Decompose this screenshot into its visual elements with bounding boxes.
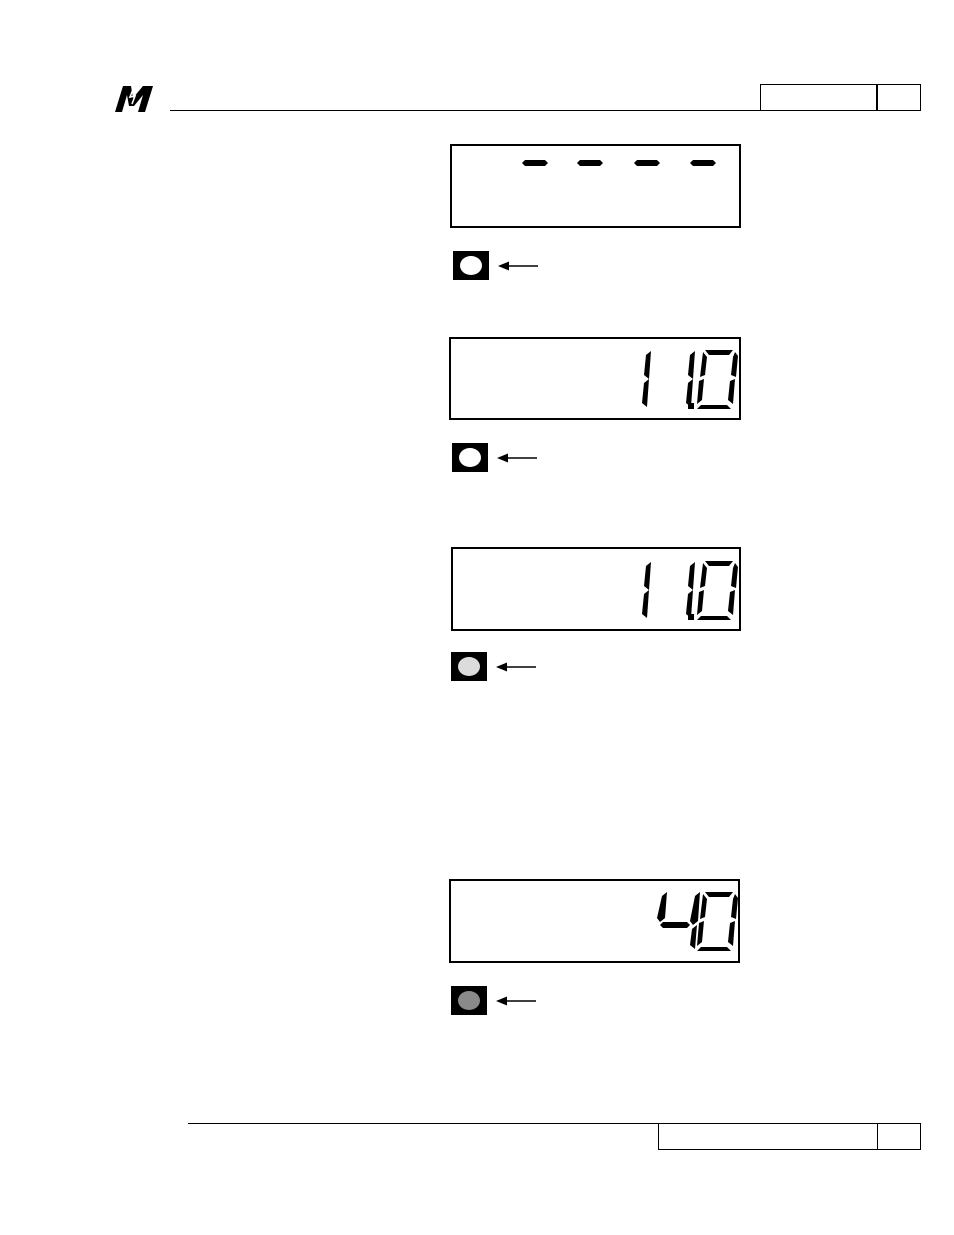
led-indicator-row-4	[451, 986, 536, 1015]
led-indicator-row-3	[451, 652, 536, 681]
led-lamp-4	[458, 991, 480, 1010]
led-indicator-1	[453, 251, 489, 280]
arrow-left-icon	[496, 661, 536, 673]
led-indicator-row-1	[453, 251, 538, 280]
lcd-value-40	[451, 881, 742, 965]
footer-page-box	[877, 1123, 921, 1150]
led-indicator-row-2	[452, 443, 537, 472]
lcd-value-11-0	[451, 339, 743, 422]
led-lamp-1	[460, 256, 482, 275]
company-logo	[113, 84, 157, 114]
led-indicator-4	[451, 986, 487, 1015]
arrow-left-icon	[496, 995, 536, 1007]
led-indicator-3	[451, 652, 487, 681]
footer-section-box	[658, 1123, 878, 1150]
lcd-display-4	[449, 879, 740, 963]
header-section-box	[760, 84, 877, 111]
led-indicator-2	[452, 443, 488, 472]
arrow-left-icon	[497, 452, 537, 464]
led-lamp-3	[458, 657, 480, 676]
arrow-left-icon	[498, 260, 538, 272]
led-lamp-2	[459, 448, 481, 467]
lcd-display-2	[449, 337, 741, 420]
lcd-display-1	[450, 144, 741, 228]
header-page-box	[877, 84, 921, 111]
lcd-value-11-0	[453, 549, 743, 633]
lcd-dashes	[452, 146, 743, 230]
lcd-display-3	[451, 547, 741, 631]
